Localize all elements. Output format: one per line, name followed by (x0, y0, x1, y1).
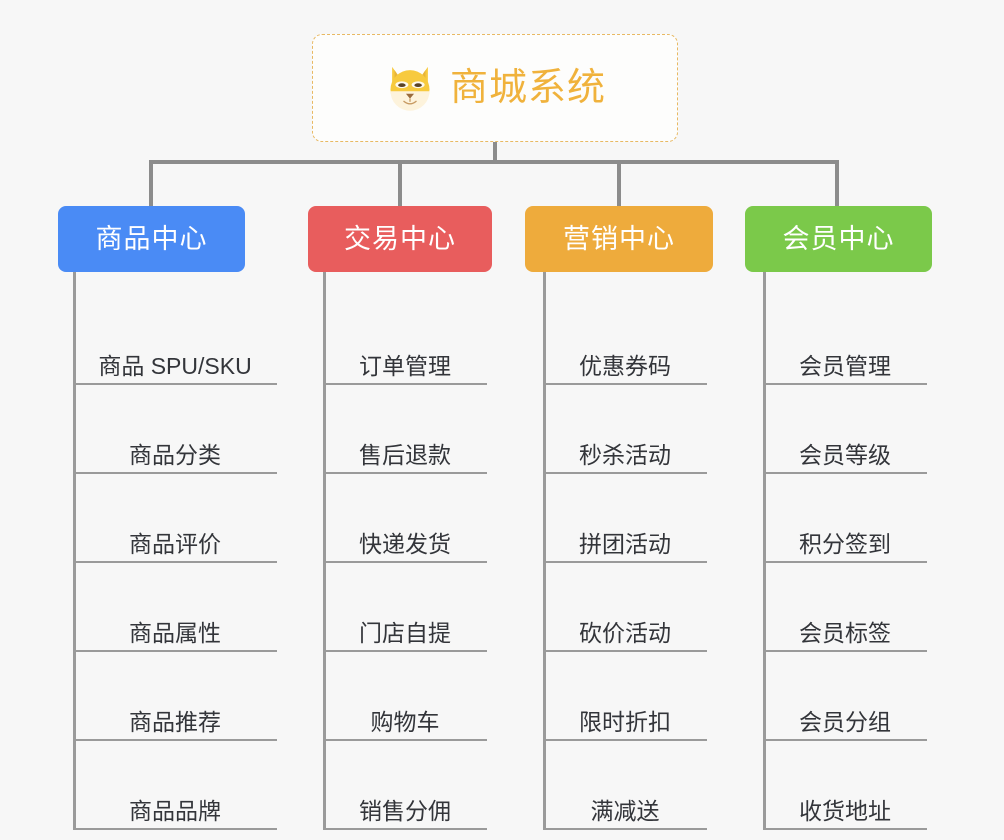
leaf-item-label: 限时折扣 (579, 708, 671, 735)
leaf-item[interactable]: 砍价活动 (543, 563, 707, 652)
branch-drop-connector-2 (398, 160, 402, 208)
root-stem-connector (493, 142, 497, 164)
leaf-item-label: 会员分组 (799, 708, 891, 735)
leaf-item-label: 拼团活动 (579, 530, 671, 557)
leaf-item-label: 商品品牌 (129, 797, 221, 824)
leaf-item[interactable]: 秒杀活动 (543, 385, 707, 474)
branch-drop-connector-4 (835, 160, 839, 208)
branch-drop-connector-1 (149, 160, 153, 208)
leaf-item[interactable]: 快递发货 (323, 474, 487, 563)
leaf-item-label: 商品分类 (129, 441, 221, 468)
leaf-item[interactable]: 会员标签 (763, 563, 927, 652)
horizontal-bus-connector (149, 160, 839, 164)
category-label: 商品中心 (95, 223, 208, 254)
leaf-item[interactable]: 拼团活动 (543, 474, 707, 563)
leaf-item[interactable]: 收货地址 (763, 741, 927, 830)
branch-trunk-1 (73, 272, 76, 830)
leaf-item[interactable]: 商品推荐 (73, 652, 277, 741)
leaf-item-label: 购物车 (370, 708, 440, 735)
leaf-item[interactable]: 销售分佣 (323, 741, 487, 830)
leaf-item-label: 商品推荐 (129, 708, 221, 735)
leaf-item[interactable]: 会员分组 (763, 652, 927, 741)
leaf-item[interactable]: 商品 SPU/SKU (73, 296, 277, 385)
leaf-item-label: 会员等级 (799, 441, 891, 468)
category-label: 交易中心 (344, 223, 456, 254)
category-label: 营销中心 (563, 223, 675, 254)
category-box-4[interactable]: 会员中心 (745, 206, 932, 272)
category-box-1[interactable]: 商品中心 (58, 206, 245, 272)
leaf-item[interactable]: 积分签到 (763, 474, 927, 563)
leaf-item[interactable]: 购物车 (323, 652, 487, 741)
leaf-item[interactable]: 满减送 (543, 741, 707, 830)
branch-trunk-3 (543, 272, 546, 830)
leaf-item-label: 砍价活动 (579, 619, 671, 646)
leaf-item-label: 门店自提 (359, 619, 451, 646)
leaf-item[interactable]: 门店自提 (323, 563, 487, 652)
leaf-item[interactable]: 限时折扣 (543, 652, 707, 741)
root-title: 商城系统 (449, 67, 606, 109)
leaf-item-label: 收货地址 (799, 797, 891, 824)
leaf-item-label: 秒杀活动 (579, 441, 671, 468)
branch-trunk-4 (763, 272, 766, 830)
leaf-item-label: 快递发货 (359, 530, 451, 557)
leaf-item-label: 满减送 (590, 797, 660, 824)
leaf-item[interactable]: 会员等级 (763, 385, 927, 474)
leaf-item-label: 商品评价 (129, 530, 221, 557)
branch-trunk-2 (323, 272, 326, 830)
leaf-item-label: 积分签到 (799, 530, 891, 557)
leaf-item-label: 售后退款 (359, 441, 451, 468)
category-box-3[interactable]: 营销中心 (525, 206, 713, 272)
branch-drop-connector-3 (617, 160, 621, 208)
leaf-item-label: 商品属性 (129, 619, 221, 646)
leaf-item[interactable]: 商品分类 (73, 385, 277, 474)
leaf-item[interactable]: 商品品牌 (73, 741, 277, 830)
leaf-item-label: 商品 SPU/SKU (98, 352, 252, 379)
leaf-item[interactable]: 会员管理 (763, 296, 927, 385)
category-box-2[interactable]: 交易中心 (308, 206, 492, 272)
leaf-item-label: 销售分佣 (359, 797, 451, 824)
leaf-item-label: 会员标签 (799, 619, 891, 646)
leaf-item[interactable]: 商品评价 (73, 474, 277, 563)
leaf-item-label: 订单管理 (359, 352, 451, 379)
category-label: 会员中心 (782, 223, 895, 254)
leaf-item[interactable]: 商品属性 (73, 563, 277, 652)
leaf-item[interactable]: 订单管理 (323, 296, 487, 385)
leaf-item-label: 优惠券码 (579, 352, 671, 379)
leaf-item[interactable]: 售后退款 (323, 385, 487, 474)
leaf-item-label: 会员管理 (799, 352, 891, 379)
leaf-item[interactable]: 优惠券码 (543, 296, 707, 385)
shiba-dog-face-icon (390, 66, 430, 111)
root-node[interactable]: 商城系统 (312, 34, 678, 142)
